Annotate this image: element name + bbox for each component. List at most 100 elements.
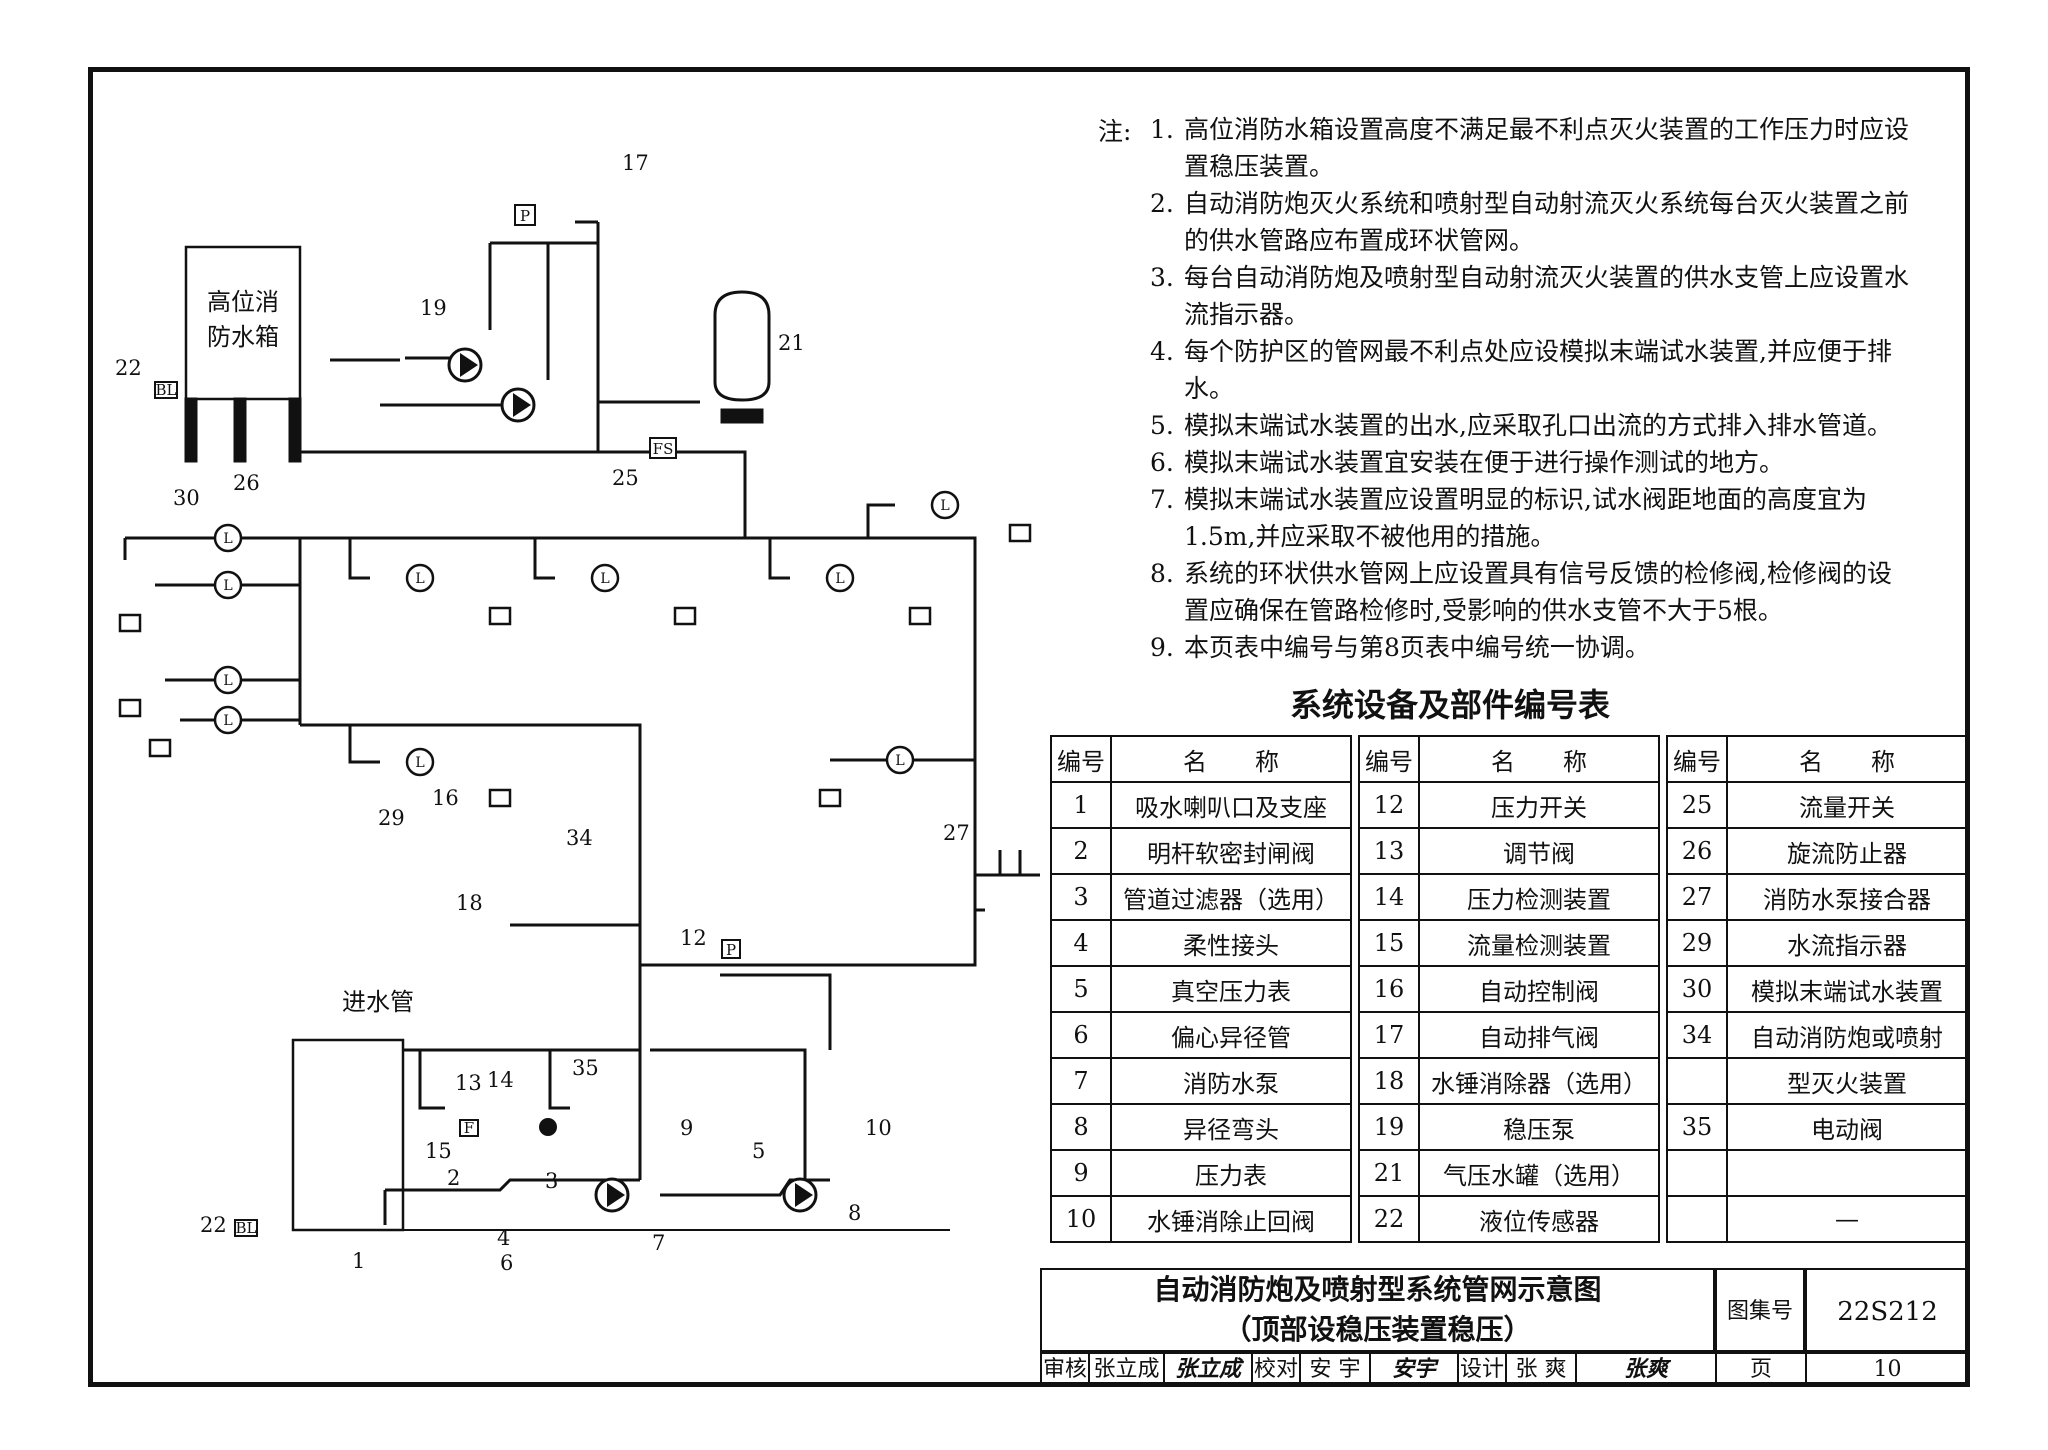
svg-text:12: 12 — [680, 926, 707, 950]
svg-text:17: 17 — [622, 151, 649, 175]
svg-text:9: 9 — [680, 1116, 693, 1140]
drawing-title: 自动消防炮及喷射型系统管网示意图 （顶部设稳压装置稳压） — [1040, 1268, 1715, 1352]
part-name: 管道过滤器（选用） — [1110, 873, 1352, 921]
svg-text:30: 30 — [173, 486, 200, 510]
header-no: 编号 — [1666, 735, 1728, 783]
reviewer-name: 张立成 — [1090, 1354, 1165, 1385]
parts-table-title: 系统设备及部件编号表 — [1290, 686, 1611, 724]
part-name: 流量开关 — [1726, 781, 1968, 829]
part-number: 1 — [1050, 781, 1112, 829]
svg-text:L: L — [415, 571, 424, 587]
part-number: 35 — [1666, 1103, 1728, 1151]
part-number: 26 — [1666, 827, 1728, 875]
note-number: 3. — [1150, 263, 1174, 292]
note-text: 置应确保在管路检修时,受影响的供水支管不大于5根。 — [1184, 596, 1783, 625]
part-number: 25 — [1666, 781, 1728, 829]
part-number: 5 — [1050, 965, 1112, 1013]
svg-text:27: 27 — [943, 821, 970, 845]
part-name: 调节阀 — [1418, 827, 1660, 875]
svg-text:21: 21 — [778, 331, 805, 355]
svg-text:10: 10 — [865, 1116, 892, 1140]
note-number: 5. — [1150, 411, 1174, 440]
drawing-frame — [88, 67, 1970, 1387]
note-line: 的供水管路应布置成环状管网。 — [1150, 223, 1534, 259]
svg-text:L: L — [223, 531, 232, 547]
part-number: 7 — [1050, 1057, 1112, 1105]
tag-FS: FS — [653, 440, 674, 458]
svg-text:1: 1 — [352, 1249, 365, 1273]
note-number: 9. — [1150, 633, 1174, 662]
svg-text:3: 3 — [545, 1169, 558, 1193]
part-name: 压力开关 — [1418, 781, 1660, 829]
svg-text:13: 13 — [455, 1071, 482, 1095]
tag-BL-2: BL — [236, 1219, 257, 1237]
note-line: 水。 — [1150, 371, 1234, 407]
svg-text:4: 4 — [497, 1226, 510, 1250]
page-label: 页 — [1717, 1354, 1807, 1385]
tank-label-2: 防水箱 — [207, 323, 279, 351]
svg-text:2: 2 — [447, 1166, 460, 1190]
part-number — [1666, 1195, 1728, 1243]
note-text: 模拟末端试水装置应设置明显的标识,试水阀距地面的高度宜为 — [1184, 485, 1867, 514]
part-name: 压力检测装置 — [1418, 873, 1660, 921]
part-name: 水锤消除止回阀 — [1110, 1195, 1352, 1243]
part-number: 17 — [1358, 1011, 1420, 1059]
pressure-tank — [713, 290, 771, 402]
svg-text:18: 18 — [456, 891, 483, 915]
part-number: 4 — [1050, 919, 1112, 967]
svg-text:7: 7 — [652, 1231, 665, 1255]
part-name: 液位传感器 — [1418, 1195, 1660, 1243]
tag-F: F — [464, 1119, 474, 1137]
part-number: 19 — [1358, 1103, 1420, 1151]
part-name: 型灭火装置 — [1726, 1057, 1968, 1105]
part-name: 模拟末端试水装置 — [1726, 965, 1968, 1013]
part-name: 自动控制阀 — [1418, 965, 1660, 1013]
svg-text:25: 25 — [612, 466, 639, 490]
svg-text:22: 22 — [200, 1213, 227, 1237]
tag-P-1: P — [520, 207, 530, 225]
part-number: 22 — [1358, 1195, 1420, 1243]
note-line: 7.模拟末端试水装置应设置明显的标识,试水阀距地面的高度宜为 — [1150, 482, 1867, 518]
part-number: 2 — [1050, 827, 1112, 875]
part-name: 稳压泵 — [1418, 1103, 1660, 1151]
part-number: 30 — [1666, 965, 1728, 1013]
part-name: 偏心异径管 — [1110, 1011, 1352, 1059]
suction-tank — [291, 1038, 405, 1232]
part-name: 柔性接头 — [1110, 919, 1352, 967]
note-line: 6.模拟末端试水装置宜安装在便于进行操作测试的地方。 — [1150, 445, 1784, 481]
part-number — [1666, 1057, 1728, 1105]
designer-name: 张 爽 — [1507, 1354, 1577, 1385]
part-number: 29 — [1666, 919, 1728, 967]
note-text: 水。 — [1184, 374, 1235, 403]
svg-text:L: L — [223, 578, 232, 594]
note-line: 流指示器。 — [1150, 297, 1309, 333]
part-number: 15 — [1358, 919, 1420, 967]
tag-BL-1: BL — [156, 381, 177, 399]
part-name: 自动排气阀 — [1418, 1011, 1660, 1059]
note-text: 置稳压装置。 — [1184, 152, 1335, 181]
note-text: 自动消防炮灭火系统和喷射型自动射流灭火系统每台灭火装置之前 — [1184, 189, 1910, 218]
part-name: 流量检测装置 — [1418, 919, 1660, 967]
header-name: 名 称 — [1726, 735, 1968, 783]
note-line: 8.系统的环状供水管网上应设置具有信号反馈的检修阀,检修阀的设 — [1150, 556, 1892, 592]
svg-text:29: 29 — [378, 806, 405, 830]
svg-text:L: L — [223, 713, 232, 729]
tank-label-1: 高位消 — [207, 288, 279, 316]
note-line: 2.自动消防炮灭火系统和喷射型自动射流灭火系统每台灭火装置之前 — [1150, 186, 1909, 222]
note-line: 3.每台自动消防炮及喷射型自动射流灭火装置的供水支管上应设置水 — [1150, 260, 1909, 296]
part-number: 14 — [1358, 873, 1420, 921]
note-number: 1. — [1150, 115, 1174, 144]
signature-row: 审核 张立成 张立成 校对 安 宇 安宇 设计 张 爽 张爽 页 10 — [1040, 1352, 1970, 1387]
svg-text:19: 19 — [420, 296, 447, 320]
note-line: 置应确保在管路检修时,受影响的供水支管不大于5根。 — [1150, 593, 1783, 629]
part-name: 消防水泵接合器 — [1726, 873, 1968, 921]
part-name: 明杆软密封闸阀 — [1110, 827, 1352, 875]
part-number: 6 — [1050, 1011, 1112, 1059]
